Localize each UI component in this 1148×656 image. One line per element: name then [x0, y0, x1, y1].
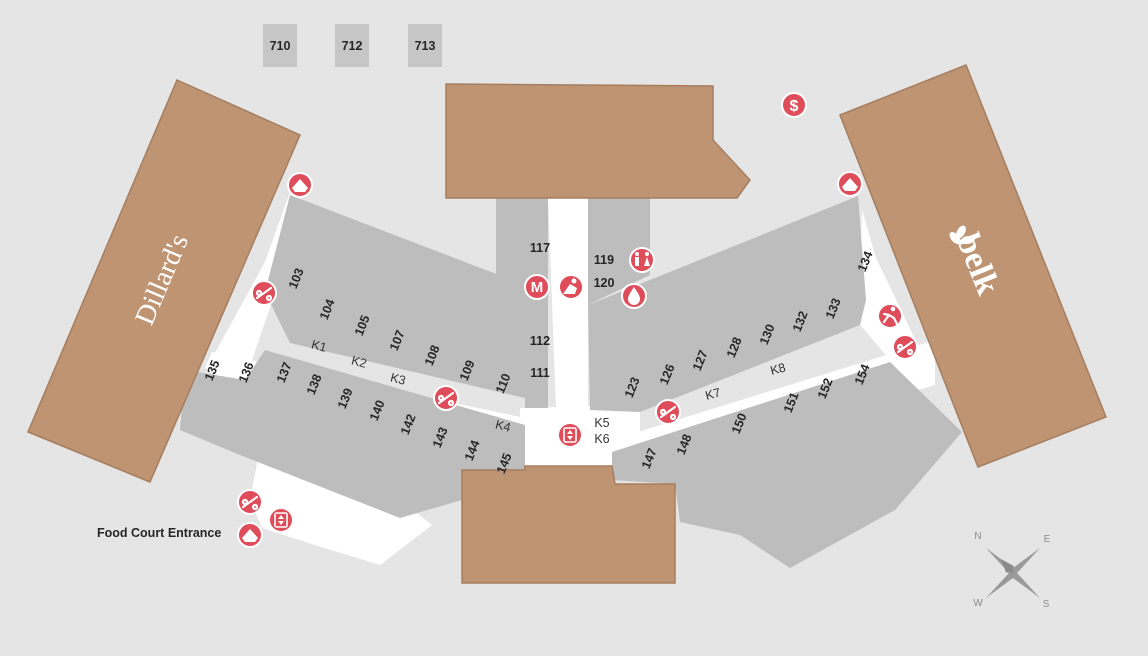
walkway-right-entrance — [858, 196, 925, 372]
atm-icon[interactable]: $ — [781, 92, 807, 118]
unit-111[interactable]: 111 — [530, 366, 550, 380]
wing-north-left — [496, 198, 548, 408]
stroller-icon[interactable] — [251, 280, 277, 306]
security-icon[interactable] — [877, 303, 903, 329]
restrooms-icon[interactable] — [629, 247, 655, 273]
unit-117[interactable]: 117 — [530, 241, 550, 255]
compass-n: N — [974, 531, 981, 542]
stroller-icon[interactable] — [433, 385, 459, 411]
wing-southeast — [612, 362, 962, 568]
svg-text:M: M — [531, 279, 544, 296]
walkway-food-court — [250, 458, 432, 565]
stroller-icon[interactable] — [892, 334, 918, 360]
family-room-icon[interactable] — [558, 274, 584, 300]
outparcels: 710 712 713 — [263, 24, 442, 67]
anchor-north[interactable] — [445, 83, 751, 199]
water-fountain-icon[interactable] — [621, 283, 647, 309]
stroller-icon[interactable] — [237, 489, 263, 515]
wing-north-right — [588, 198, 650, 305]
compass-s: S — [1043, 599, 1050, 610]
anchor-belk[interactable] — [839, 64, 1107, 468]
compass-e: E — [1044, 534, 1051, 545]
walkway-north-corridor — [548, 195, 588, 408]
unit-112[interactable]: 112 — [530, 334, 550, 348]
outparcel-label-710: 710 — [270, 39, 291, 53]
unit-numbers: 103 104 105 107 108 109 110 111 112 117 … — [202, 241, 876, 476]
mall-office-icon[interactable]: M — [524, 274, 550, 300]
compass-rose: N E S W — [973, 531, 1050, 610]
outparcel-label-712: 712 — [342, 39, 363, 53]
anchor-south[interactable] — [461, 465, 676, 584]
anchor-dillards[interactable] — [27, 79, 301, 483]
kiosk-k8[interactable]: K8 — [769, 360, 787, 377]
wing-northwest — [265, 195, 525, 398]
unit-119[interactable]: 119 — [594, 253, 614, 267]
kiosk-k7[interactable]: K7 — [704, 385, 722, 402]
wing-northeast — [588, 196, 866, 412]
unit-120[interactable]: 120 — [594, 276, 615, 290]
belk-leaf-icon — [949, 225, 975, 245]
compass-w: W — [973, 598, 983, 609]
elevator-icon[interactable] — [557, 422, 583, 448]
food-court-entrance-label: Food Court Entrance — [97, 526, 221, 540]
svg-text:$: $ — [790, 98, 799, 115]
kiosks: K1 K2 K3 K4 K5 K6 K7 K8 — [310, 337, 787, 446]
store-wings — [180, 195, 962, 568]
stroller-icon[interactable] — [655, 399, 681, 425]
anchor-stores — [27, 64, 1107, 584]
kiosk-k2[interactable]: K2 — [350, 353, 368, 370]
kiosk-k5[interactable]: K5 — [594, 416, 609, 430]
entrance-icon[interactable] — [237, 522, 263, 548]
outparcel-712[interactable] — [335, 24, 369, 67]
entrance-icon[interactable] — [837, 171, 863, 197]
outparcel-710[interactable] — [263, 24, 297, 67]
kiosk-k1[interactable]: K1 — [310, 337, 328, 354]
elevator-icon[interactable] — [268, 507, 294, 533]
kiosk-k3[interactable]: K3 — [389, 370, 407, 387]
outparcel-713[interactable] — [408, 24, 442, 67]
kiosk-k6[interactable]: K6 — [594, 432, 609, 446]
kiosk-k4[interactable]: K4 — [494, 417, 512, 434]
entrance-icon[interactable] — [287, 172, 313, 198]
wing-southwest — [180, 350, 525, 518]
outparcel-label-713: 713 — [415, 39, 436, 53]
amenity-icons: M $ — [237, 92, 918, 548]
